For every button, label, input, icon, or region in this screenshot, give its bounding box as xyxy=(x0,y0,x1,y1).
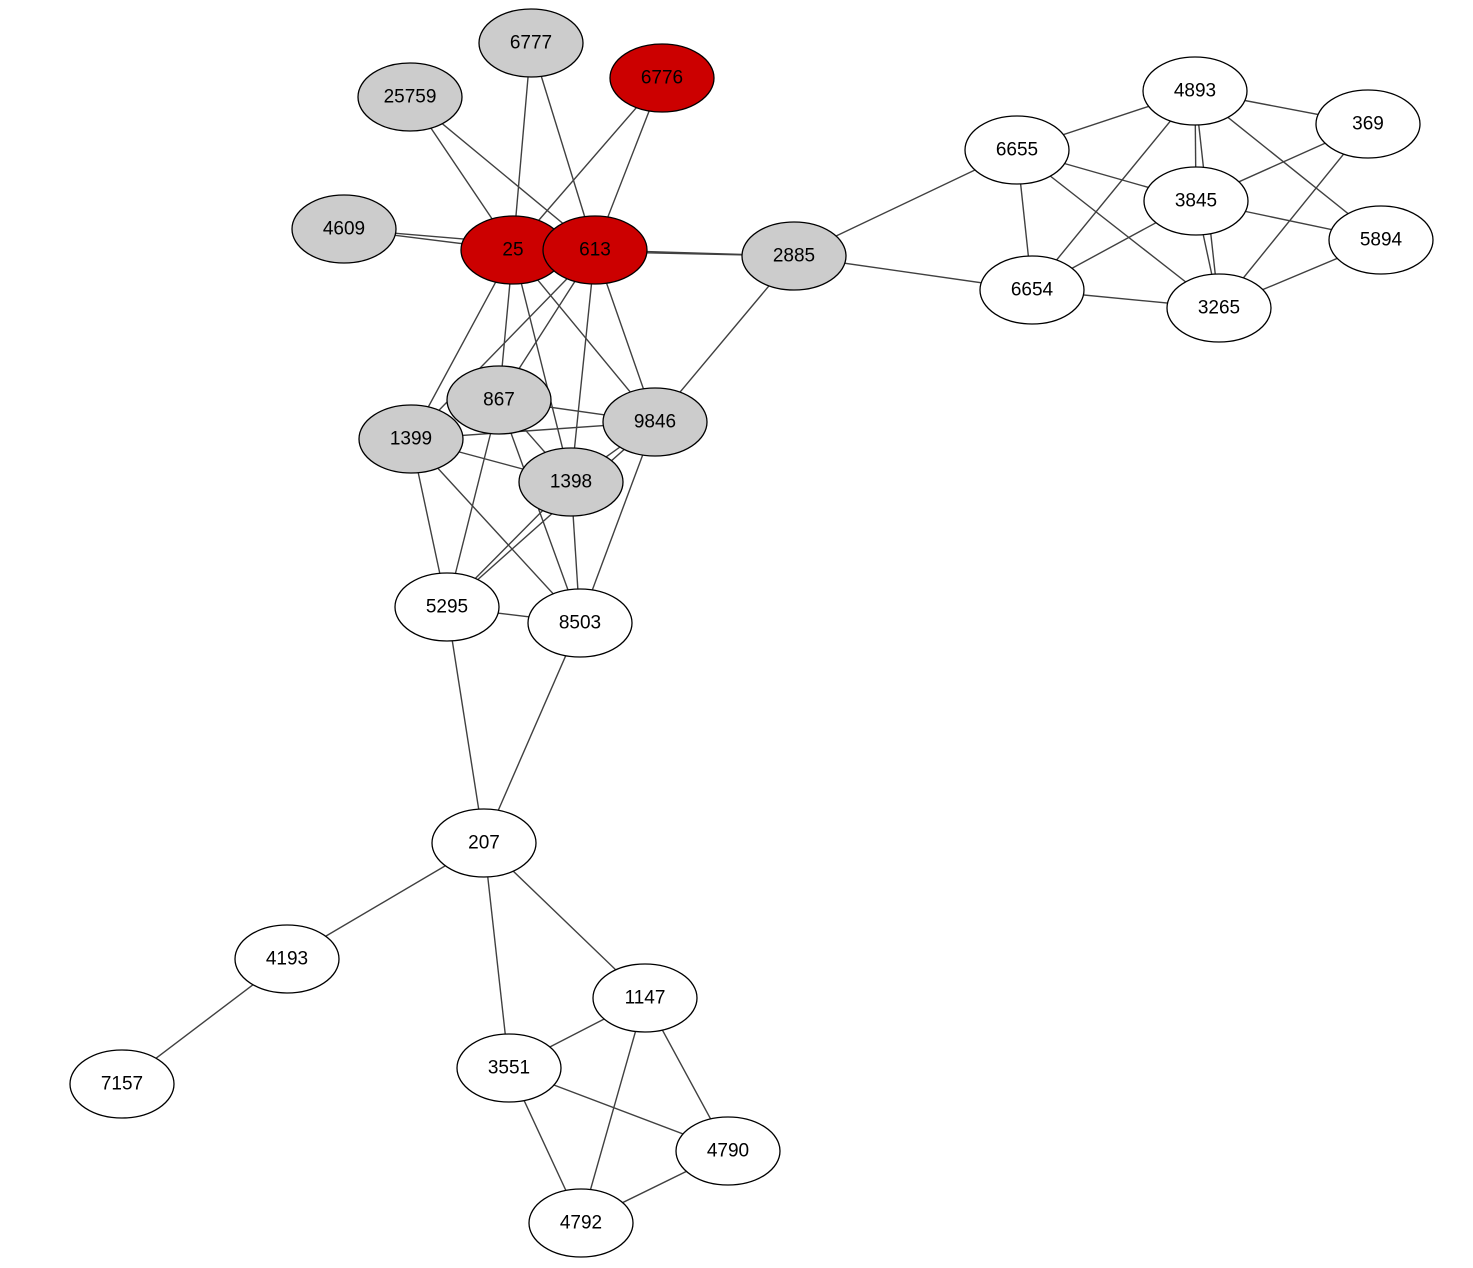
edge-6777-613 xyxy=(530,42,596,251)
node-label-4609: 4609 xyxy=(323,219,365,240)
node-shape-7157 xyxy=(69,1049,175,1119)
node-label-3265: 3265 xyxy=(1198,298,1240,319)
node-3551[interactable]: 3551 xyxy=(456,1033,562,1103)
node-6654[interactable]: 6654 xyxy=(979,255,1085,325)
node-7157[interactable]: 7157 xyxy=(69,1049,175,1119)
edge-867-5295 xyxy=(446,399,500,608)
node-label-613: 613 xyxy=(579,240,611,261)
node-369[interactable]: 369 xyxy=(1315,89,1421,159)
node-label-4193: 4193 xyxy=(266,949,308,970)
edge-8503-207 xyxy=(483,622,581,844)
node-shape-4193 xyxy=(234,924,340,994)
node-6776[interactable]: 6776 xyxy=(609,43,715,113)
node-label-25759: 25759 xyxy=(384,87,437,108)
node-25759[interactable]: 25759 xyxy=(357,62,463,132)
node-label-6655: 6655 xyxy=(996,140,1038,161)
node-label-7157: 7157 xyxy=(101,1074,143,1095)
edge-867-8503 xyxy=(498,399,581,624)
edge-25-1398 xyxy=(512,249,572,483)
node-4792[interactable]: 4792 xyxy=(528,1188,634,1258)
node-label-4790: 4790 xyxy=(707,1141,749,1162)
node-shape-2885 xyxy=(741,221,847,291)
node-label-369: 369 xyxy=(1352,114,1384,135)
node-4609[interactable]: 4609 xyxy=(291,194,397,264)
edge-1147-4792 xyxy=(580,997,646,1224)
node-shape-6655 xyxy=(964,115,1070,185)
node-label-6654: 6654 xyxy=(1011,280,1054,301)
node-4893[interactable]: 4893 xyxy=(1142,56,1248,126)
node-label-867: 867 xyxy=(483,390,515,411)
node-9846[interactable]: 9846 xyxy=(602,387,708,457)
node-shape-25759 xyxy=(357,62,463,132)
edge-9846-5295 xyxy=(446,421,656,608)
node-shape-207 xyxy=(431,808,537,878)
node-3265[interactable]: 3265 xyxy=(1166,273,1272,343)
node-shape-613 xyxy=(542,215,648,285)
node-label-8503: 8503 xyxy=(559,613,601,634)
node-1398[interactable]: 1398 xyxy=(518,447,624,517)
edge-613-1399 xyxy=(410,249,596,440)
node-label-5295: 5295 xyxy=(426,597,468,618)
node-shape-3551 xyxy=(456,1033,562,1103)
edge-5295-207 xyxy=(446,606,485,844)
node-613[interactable]: 613 xyxy=(542,215,648,285)
node-shape-4792 xyxy=(528,1188,634,1258)
node-4790[interactable]: 4790 xyxy=(675,1116,781,1186)
nodes-layer: 6777 6776 25759 4609 25 613 2885 867 1399 9846 139… xyxy=(69,8,1434,1258)
node-shape-1399 xyxy=(358,404,464,474)
node-shape-8503 xyxy=(527,588,633,658)
edge-207-3551 xyxy=(483,842,510,1069)
node-label-1399: 1399 xyxy=(390,429,432,450)
node-shape-369 xyxy=(1315,89,1421,159)
node-label-1398: 1398 xyxy=(550,472,592,493)
node-1147[interactable]: 1147 xyxy=(592,963,698,1033)
node-shape-9846 xyxy=(602,387,708,457)
node-8503[interactable]: 8503 xyxy=(527,588,633,658)
node-label-25: 25 xyxy=(502,240,523,261)
node-shape-1398 xyxy=(518,447,624,517)
node-shape-6654 xyxy=(979,255,1085,325)
node-shape-5295 xyxy=(394,572,500,642)
node-label-9846: 9846 xyxy=(634,412,676,433)
edge-613-1398 xyxy=(570,249,596,483)
node-shape-4609 xyxy=(291,194,397,264)
node-3845[interactable]: 3845 xyxy=(1143,166,1249,236)
node-shape-1147 xyxy=(592,963,698,1033)
node-label-6776: 6776 xyxy=(641,68,683,89)
node-2885[interactable]: 2885 xyxy=(741,221,847,291)
node-shape-4893 xyxy=(1142,56,1248,126)
node-shape-6777 xyxy=(478,8,584,78)
node-label-5894: 5894 xyxy=(1360,230,1403,251)
node-5295[interactable]: 5295 xyxy=(394,572,500,642)
node-label-4893: 4893 xyxy=(1174,81,1216,102)
node-shape-6776 xyxy=(609,43,715,113)
node-label-6777: 6777 xyxy=(510,33,552,54)
node-1399[interactable]: 1399 xyxy=(358,404,464,474)
node-shape-5894 xyxy=(1328,205,1434,275)
node-shape-3265 xyxy=(1166,273,1272,343)
node-shape-867 xyxy=(446,365,552,435)
node-label-2885: 2885 xyxy=(773,246,815,267)
edge-1399-8503 xyxy=(410,438,581,624)
node-shape-3845 xyxy=(1143,166,1249,236)
edge-4893-6654 xyxy=(1031,90,1196,291)
node-label-207: 207 xyxy=(468,833,500,854)
node-207[interactable]: 207 xyxy=(431,808,537,878)
node-6777[interactable]: 6777 xyxy=(478,8,584,78)
node-867[interactable]: 867 xyxy=(446,365,552,435)
node-shape-4790 xyxy=(675,1116,781,1186)
node-5894[interactable]: 5894 xyxy=(1328,205,1434,275)
node-label-4792: 4792 xyxy=(560,1213,602,1234)
node-label-3845: 3845 xyxy=(1175,191,1217,212)
node-label-1147: 1147 xyxy=(625,988,666,1009)
node-6655[interactable]: 6655 xyxy=(964,115,1070,185)
node-4193[interactable]: 4193 xyxy=(234,924,340,994)
node-label-3551: 3551 xyxy=(488,1058,530,1079)
